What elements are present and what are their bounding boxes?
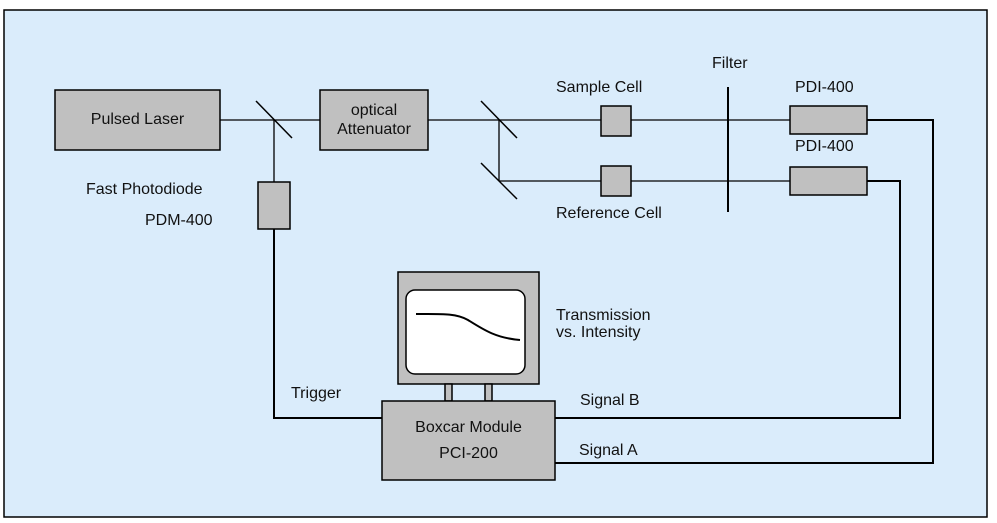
attenuator-box	[319, 89, 429, 151]
boxcar-label: Boxcar Module PCI-200	[382, 401, 555, 480]
monitor-label-1: Transmission	[556, 307, 651, 324]
beam-splitter-1	[255, 100, 293, 139]
attenuator-text-2: Attenuator	[337, 121, 411, 138]
signal-b-wire	[555, 180, 901, 419]
trigger-label: Trigger	[291, 385, 342, 402]
reference-cell-box	[600, 165, 632, 197]
sample-cell-label: Sample Cell	[556, 79, 643, 96]
pdi-bottom-label: PDI-400	[795, 138, 854, 155]
mirror	[480, 162, 518, 200]
transmission-curve	[415, 312, 521, 341]
photodiode-label-1: Fast Photodiode	[86, 181, 203, 198]
photodiode-label-2: PDM-400	[145, 212, 213, 229]
sample-cell-box	[600, 105, 632, 137]
pdi-top-box	[789, 105, 868, 135]
signal-b-label: Signal B	[580, 392, 640, 409]
pdi-bottom-box	[789, 166, 868, 196]
attenuator-label: optical Attenuator	[320, 90, 428, 150]
signal-a-wire	[555, 119, 934, 464]
pulsed-laser-text: Pulsed Laser	[90, 111, 185, 129]
monitor-screen	[405, 289, 526, 375]
signal-a-label: Signal A	[579, 442, 638, 459]
boxcar-text-1: Boxcar Module	[415, 418, 522, 436]
beam-splitter-2	[480, 100, 518, 139]
monitor-label-2: vs. Intensity	[556, 324, 641, 341]
trigger-wire	[273, 229, 382, 419]
monitor-stand-right	[484, 383, 493, 402]
pulsed-laser-box	[54, 89, 221, 151]
photodiode-box	[257, 181, 291, 230]
boxcar-box	[381, 400, 556, 481]
pdi-top-label: PDI-400	[795, 79, 854, 96]
reference-cell-label: Reference Cell	[556, 205, 662, 222]
monitor-stand-left	[444, 383, 453, 402]
filter-label: Filter	[712, 55, 748, 72]
attenuator-text-1: optical	[350, 101, 398, 119]
boxcar-text-2: PCI-200	[439, 444, 498, 462]
pulsed-laser-label: Pulsed Laser	[55, 90, 220, 150]
